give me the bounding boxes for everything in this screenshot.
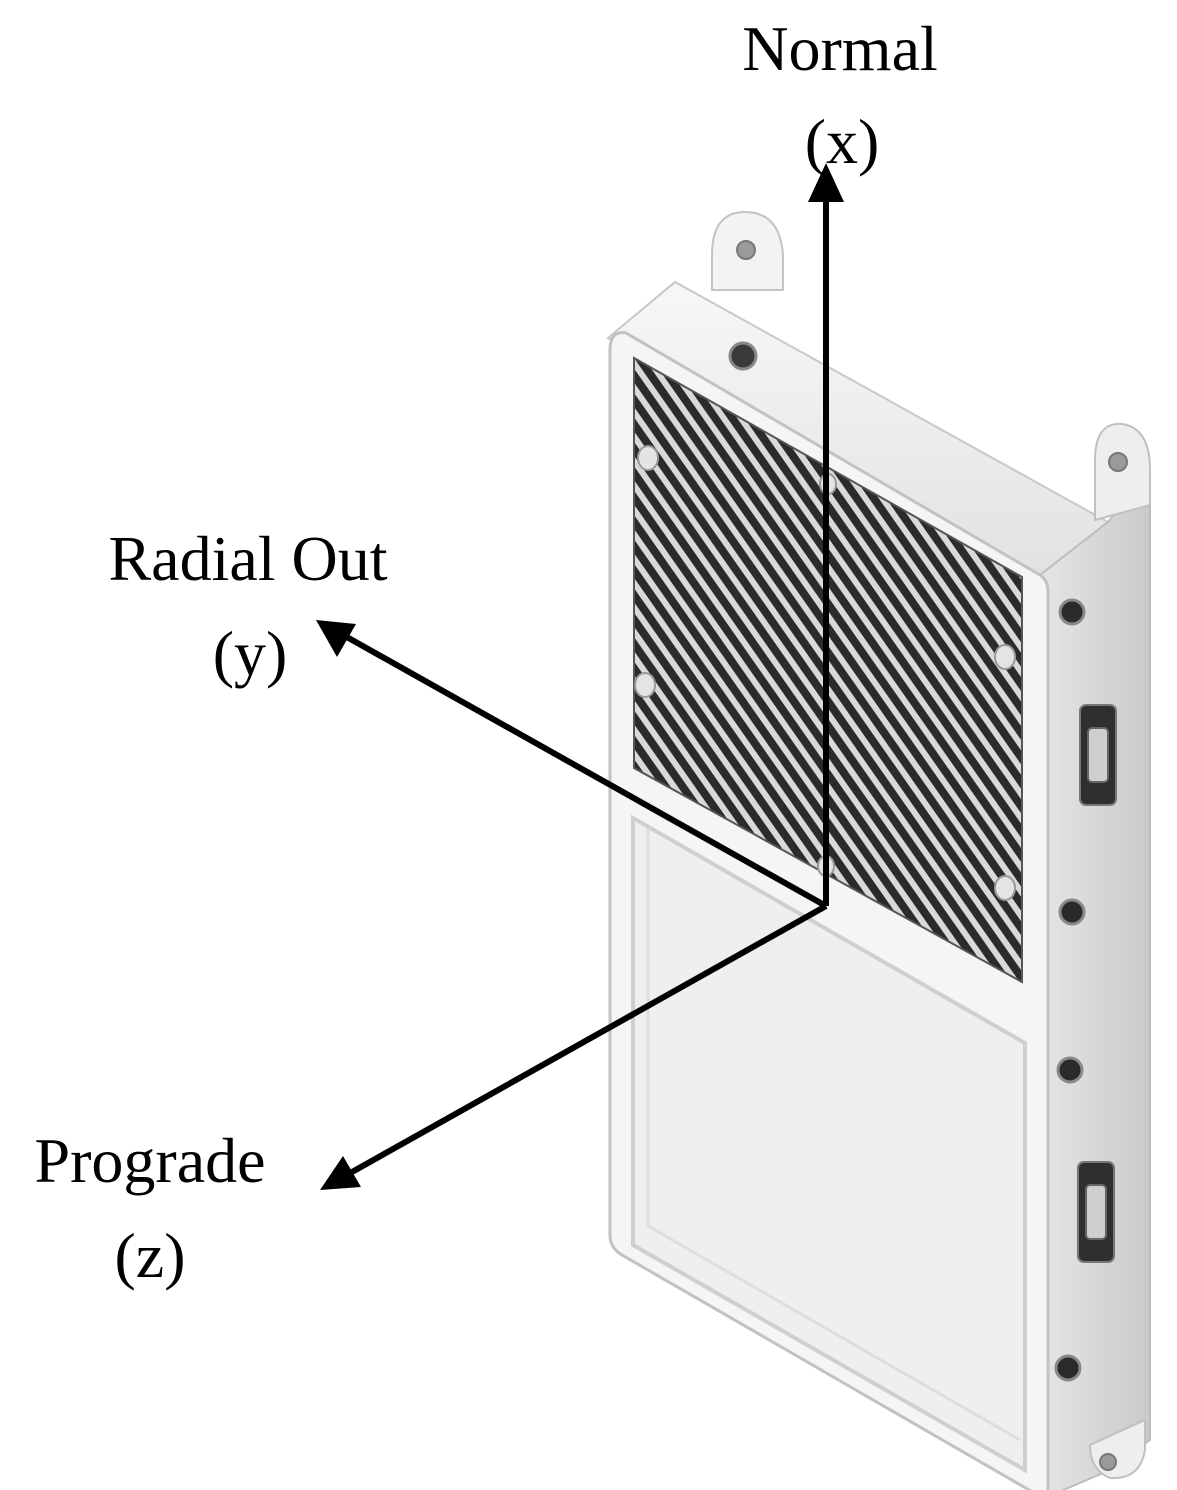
radial-axis-line [343,633,828,909]
radial-axis-arrowhead [316,620,356,657]
prograde-axis-arrowhead [320,1156,361,1190]
axis-arrows [316,163,844,1190]
prograde-axis-label: Prograde [34,1125,265,1196]
panel-screw [634,672,656,698]
radial-axis-label: Radial Out [108,523,387,594]
device-housing [606,210,1151,1490]
side-connector-upper [1079,704,1117,806]
normal-axis-label: Normal [742,13,938,84]
top-mounting-hole [736,240,756,260]
prograde-axis-symbol: (z) [114,1220,185,1291]
radial-axis-symbol: (y) [213,618,288,689]
top-face-screw [728,341,758,371]
normal-axis-symbol: (x) [805,106,880,177]
side-screws [1054,598,1086,1382]
housing-side-face [1039,467,1151,1490]
side-screw [1056,1056,1084,1084]
side-screw [1058,598,1086,626]
lower-recessed-pocket [631,814,1027,1474]
side-top-mounting-tab [1094,422,1151,522]
side-screw [1058,898,1086,926]
side-screw [1054,1354,1082,1382]
panel-screw [994,875,1016,901]
normal-axis-arrowhead [808,163,844,202]
side-top-mounting-hole [1108,452,1128,472]
side-bottom-mounting-hole [1099,1453,1117,1471]
panel-screws [634,445,1016,901]
side-connector-lower [1077,1161,1115,1263]
panel-screw [637,445,659,471]
panel-screw [994,644,1016,670]
prograde-axis-line [350,903,828,1175]
axis-labels: Normal (x) Radial Out (y) Prograde (z) [34,13,937,1291]
